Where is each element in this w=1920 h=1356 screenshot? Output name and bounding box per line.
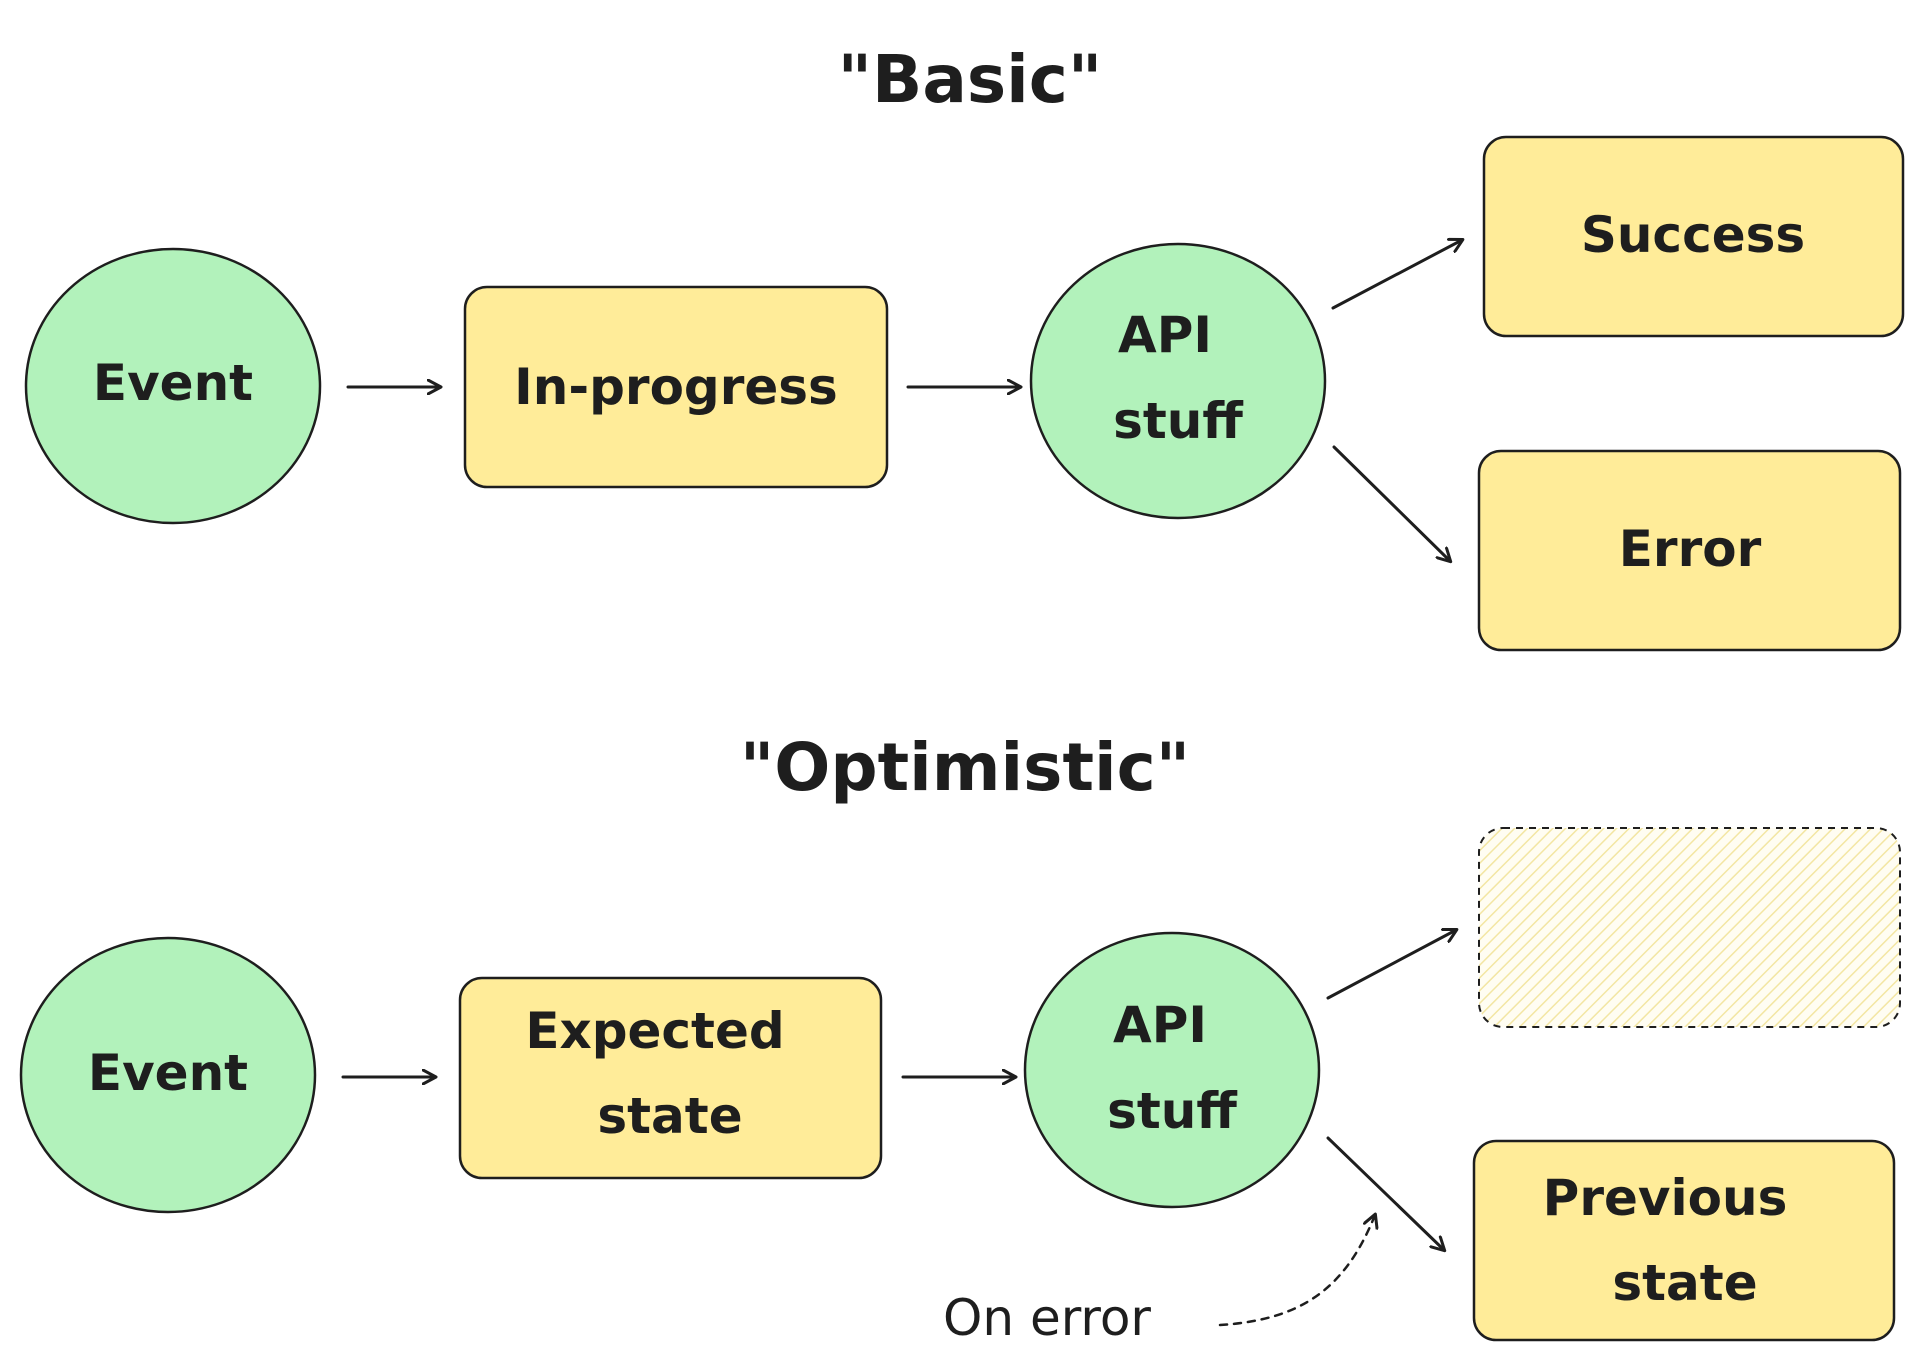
optimistic-placeholder-node [1478,827,1901,1028]
on-error-dashed-arrow [1218,1215,1375,1327]
optimistic-previous-label-line1: Previous [1543,1169,1788,1227]
basic-api-label-line1: API [1118,306,1212,364]
basic-in-progress-label: In-progress [514,358,838,416]
optimistic-arrow-api-to-previous [1326,1136,1444,1250]
basic-event-node: Event [24,247,322,525]
optimistic-event-node: Event [19,936,317,1214]
optimistic-previous-label-line2: state [1612,1254,1757,1312]
optimistic-title: "Optimistic" [740,729,1190,806]
basic-success-label: Success [1581,206,1805,264]
basic-in-progress-node: In-progress [463,285,889,489]
optimistic-api-label-line2: stuff [1107,1082,1237,1140]
optimistic-api-label-line1: API [1113,996,1207,1054]
optimistic-expected-label-line2: state [597,1087,742,1145]
on-error-note: On error [943,1289,1151,1347]
basic-api-node: API stuff [1029,242,1327,520]
basic-error-node: Error [1477,449,1902,652]
optimistic-previous-state-node: Previous state [1472,1139,1896,1342]
basic-title: "Basic" [838,41,1103,118]
optimistic-arrow-api-to-placeholder [1326,930,1456,1000]
basic-success-node: Success [1482,135,1905,338]
optimistic-expected-state-node: Expected state [458,976,883,1180]
basic-arrow-api-to-success [1331,240,1462,310]
basic-section: "Basic" Event In-progress API stuff Succ… [24,41,1905,652]
basic-arrow-api-to-error [1332,445,1450,561]
optimistic-section: "Optimistic" Event Expected state API st… [19,729,1901,1347]
optimistic-expected-label-line1: Expected [525,1002,784,1060]
basic-error-label: Error [1619,520,1762,578]
basic-event-label: Event [93,354,253,412]
optimistic-event-label: Event [88,1044,248,1102]
basic-api-label-line2: stuff [1113,392,1243,450]
optimistic-api-node: API stuff [1023,931,1321,1209]
